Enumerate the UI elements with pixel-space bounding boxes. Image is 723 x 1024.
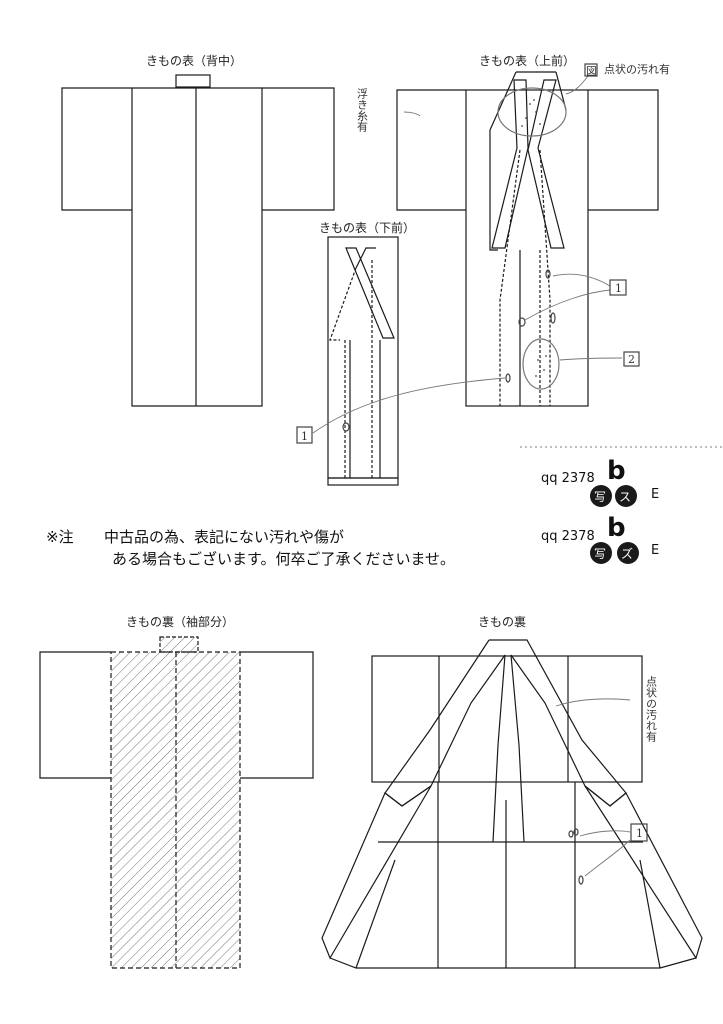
mark-zu: 図 (586, 65, 597, 78)
product-code-1: qq 2378 (541, 471, 595, 486)
kimono-lining-sleeve (39, 636, 314, 969)
product-code-2-badge-a: 写 (594, 547, 607, 561)
product-code-2-b: b (607, 513, 626, 543)
mark-1-upper: 1 (615, 282, 622, 295)
disclaimer-marker: ※注 (46, 528, 74, 546)
label-lining: きもの裏 (478, 615, 527, 629)
product-code-text: qq 2378 (541, 471, 595, 486)
product-code-1-badge-a: 写 (594, 490, 607, 504)
code-badges (590, 485, 639, 564)
mark-2-upper: 2 (628, 353, 635, 366)
product-code-text: qq 2378 (541, 529, 595, 544)
label-front-lower: きもの表（下前） (319, 221, 416, 235)
product-code-2: qq 2378 (541, 529, 595, 544)
product-code-1-b: b (607, 456, 626, 486)
mark-1-lining: 1 (636, 827, 643, 840)
disclaimer-line-2: ある場合もございます。何卒ご了承くださいませ。 (112, 550, 456, 568)
mark-1-lower: 1 (301, 430, 308, 443)
product-code-1-grade: E (651, 487, 660, 502)
spot-stains-top-note: 点状の汚れ有 (604, 62, 670, 76)
product-code-2-grade: E (651, 543, 660, 558)
disclaimer-line-1: 中古品の為、表記にない汚れや傷が (104, 528, 345, 546)
label-front-back: きもの表（背中） (146, 54, 243, 68)
label-lining-sleeve: きもの裏（袖部分） (126, 615, 235, 629)
label-front-upper: きもの表（上前） (479, 54, 576, 68)
kimono-lining (321, 639, 703, 969)
product-code-2-badge-b: ズ (621, 547, 634, 561)
kimono-lower-front (296, 236, 506, 486)
product-code-1-badge-b: ス (619, 490, 632, 504)
kimono-back-view (61, 74, 335, 407)
kimono-upper-front (396, 63, 659, 407)
floating-thread-note: 浮き糸有 (356, 88, 369, 133)
spot-stains-lining-note: 点状の汚れ有 (645, 676, 658, 743)
